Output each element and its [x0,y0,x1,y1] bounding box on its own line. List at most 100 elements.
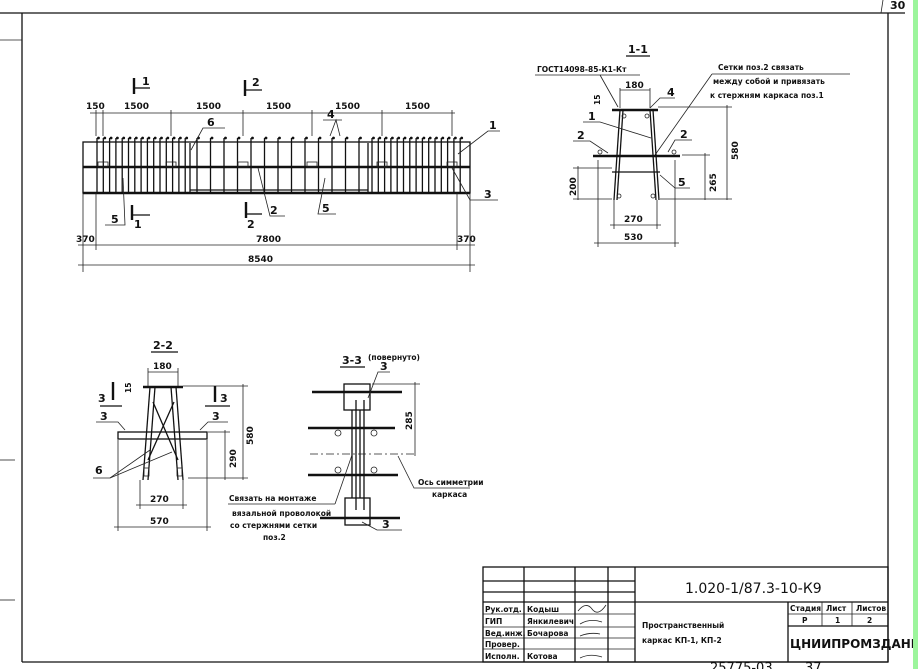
dim-1500: 1500 [266,102,291,112]
note-line: Связать на монтаже [229,494,316,503]
sheets-label: Листов [856,604,886,613]
stage-label: Стадия [790,604,821,613]
rod-end [179,136,182,140]
support-plate [237,161,249,168]
note-line: поз.2 [263,533,286,542]
rod-end [397,136,401,140]
support-plate [306,161,318,168]
rod-end [441,136,445,140]
rod-end [435,136,438,140]
rod-end [332,136,335,140]
note-line: со стержнями сетки [230,521,317,530]
dim-15: 15 [124,383,133,393]
person-name: Кодыш [527,605,559,614]
plan-view: 150 1500 1500 1500 1500 1500 370 7800 37… [76,75,500,272]
rod-end [460,136,464,140]
rod-end [153,136,157,140]
callout-4: 4 [667,86,675,99]
rod-end [305,136,308,140]
rod-end [185,136,189,140]
rod-end [172,136,176,140]
axis-label: каркаса [432,490,467,499]
dim-150: 150 [86,102,105,112]
callout-3: 3 [100,410,108,423]
rod-end [359,136,362,140]
dim-1500: 1500 [196,102,221,112]
dim-530: 530 [624,233,643,243]
sheets-value: 2 [867,616,872,625]
rod-end [291,136,295,140]
axis-label: Ось симметрии [418,478,483,487]
rod-end [264,136,268,140]
callout-3: 3 [212,410,220,423]
dim-8540: 8540 [248,255,273,265]
person-name: Бочарова [527,629,568,638]
section-mark-2: 2 2 [243,76,262,231]
callout-3: 3 [484,188,492,201]
callout-5: 5 [678,176,686,189]
footer-page: 37 [805,661,822,669]
role-label: Рук.отд. [485,605,522,614]
drawing-title: каркас КП-1, КП-2 [642,636,722,645]
role-label: Исполн. [485,652,520,661]
dim-285: 285 [405,411,415,430]
rod-end [103,136,107,140]
section-title: 2-2 [153,339,173,352]
person-name: Котова [527,652,558,661]
callout-3: 3 [382,518,390,531]
rod-end [318,136,322,140]
signatures [577,604,607,659]
dim-580: 580 [246,426,256,445]
section-label: 1 [142,75,150,88]
callout-2: 2 [577,129,585,142]
dim-180: 180 [625,81,644,91]
section-label: 2 [247,218,255,231]
rod-end [278,136,281,140]
section-mark-1: 1 1 [130,75,150,231]
rod-end [345,136,349,140]
callout-3: 3 [380,360,388,373]
role-label: ГИП [485,617,502,626]
support-plate [376,161,388,168]
dim-370-right: 370 [457,235,476,245]
rod-end [116,136,119,140]
rod-end [422,136,426,140]
role-label: Провер. [485,640,520,649]
rod-end [384,136,388,140]
note-line: вязальной проволокой [232,509,331,518]
callout-2: 2 [680,128,688,141]
callout-1: 1 [489,119,497,132]
rod-end [428,136,432,140]
section-label: 1 [134,218,142,231]
document-code: 1.020-1/87.3-10-К9 [685,581,822,597]
callout-5: 5 [322,202,330,215]
rod-end [160,136,163,140]
rod-end [403,136,407,140]
section-mark-3: 3 [98,392,106,405]
rod-end [134,136,138,140]
dim-200: 200 [569,177,579,196]
dim-270: 270 [150,495,169,505]
callout-4: 4 [327,108,335,121]
callout-5: 5 [111,213,119,226]
callout-1: 1 [588,110,596,123]
section-2-2: 2-2 180 15 580 290 270 570 3 3 3 3 6 [93,339,256,531]
rod-end [251,136,254,140]
rod-end [128,136,132,140]
dim-180: 180 [153,362,172,372]
plan-rods [96,136,464,194]
section-3-3: 3-3 (повернуто) 285 3 3 Ось симметрии ка… [228,353,483,542]
stage-value: Р [802,616,808,625]
dim-370-left: 370 [76,235,95,245]
rod-end [109,136,113,140]
callout-6: 6 [207,116,215,129]
rod-end [210,136,214,140]
section-subtitle: (повернуто) [368,353,420,362]
sheet-number: 30 [890,0,906,12]
organization: ЦНИИПРОМЗДАНИЙ [790,636,918,651]
rod-end [447,136,451,140]
gost-note: ГОСТ14098-85-К1-Кт [537,65,627,74]
note-line: между собой и привязать [713,77,825,86]
